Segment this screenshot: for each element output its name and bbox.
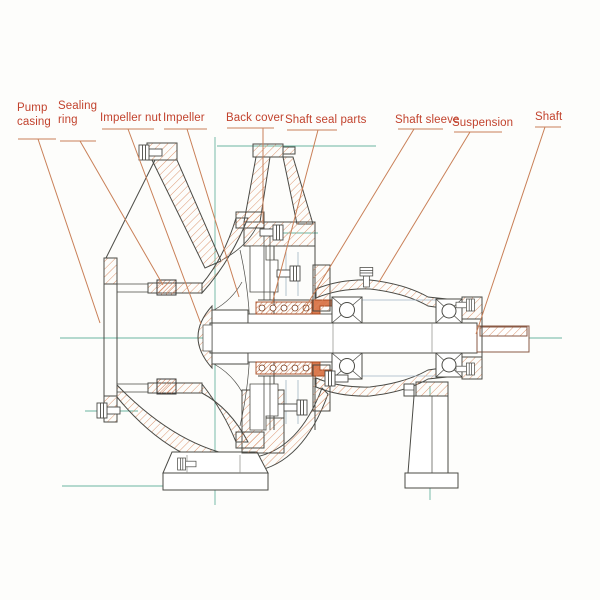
label-impeller-nut: Impeller nut bbox=[100, 112, 162, 124]
shaft-drawing bbox=[197, 304, 530, 370]
ball-bearings bbox=[331, 296, 463, 380]
label-pump-casing: Pump casing bbox=[17, 102, 51, 128]
label-shaft-seal-parts: Shaft seal parts bbox=[285, 114, 367, 126]
label-sealing-ring: Sealing ring bbox=[58, 100, 98, 126]
leader-lines bbox=[18, 126, 561, 335]
shaft-keyway bbox=[479, 326, 528, 337]
suspension-foot bbox=[403, 381, 459, 489]
suspension-lower-bolt bbox=[283, 399, 308, 416]
label-shaft: Shaft bbox=[535, 111, 563, 123]
label-suspension: Suspension bbox=[452, 117, 514, 129]
label-shaft-sleeve: Shaft sleeve bbox=[395, 114, 460, 126]
label-back-cover: Back cover bbox=[226, 112, 284, 124]
shaft-sleeve-part bbox=[247, 313, 346, 324]
sealing-ring-part bbox=[156, 279, 177, 395]
label-impeller: Impeller bbox=[163, 112, 205, 124]
